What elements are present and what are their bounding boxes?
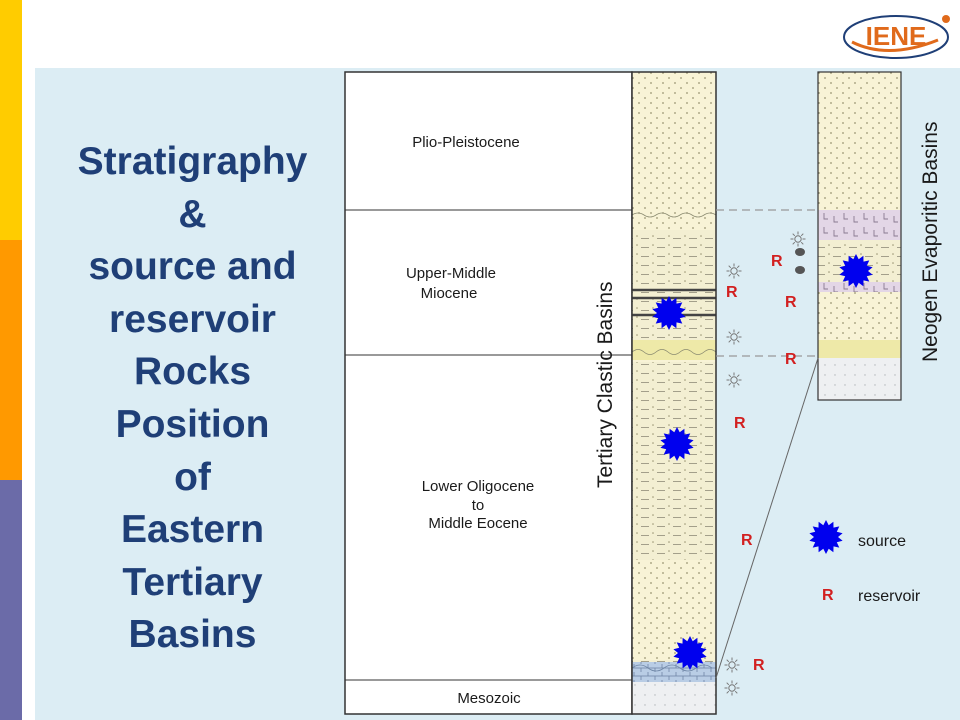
legend-reservoir-symbol: R: [822, 587, 834, 604]
slide-title: Stratigraphy & source and reservoir Rock…: [40, 136, 345, 662]
reservoir-mark: R: [726, 284, 738, 301]
sun-icon: [726, 263, 742, 279]
sun-icon: [724, 680, 740, 696]
legend: source R reservoir: [809, 520, 921, 605]
clastic-basins-title: Tertiary Clastic Basins: [594, 281, 617, 488]
title-line: Basins: [128, 613, 257, 657]
correlation-line-diagonal: [715, 357, 819, 679]
title-line: source and: [88, 245, 297, 289]
source-star-icon: [839, 254, 873, 288]
period-upper-middle: Upper-Middle: [406, 265, 496, 282]
period-middle-eocene: Middle Eocene: [428, 515, 527, 532]
period-to: to: [472, 497, 485, 514]
title-line: reservoir: [109, 297, 276, 341]
reservoir-mark: R: [785, 294, 797, 311]
accent-bar-orange: [0, 240, 22, 480]
sun-icon: [790, 231, 806, 247]
reservoir-mark: R: [734, 415, 746, 432]
title-line: Eastern: [120, 508, 265, 552]
sun-icon: [726, 329, 742, 345]
age-column: [344, 71, 633, 715]
reservoir-mark: R: [771, 253, 783, 270]
title-line: Tertiary: [122, 560, 263, 604]
iene-logo: IENE: [838, 10, 958, 62]
source-star-icon: [660, 427, 694, 461]
reservoir-mark: R: [741, 532, 753, 549]
title-line: Stratigraphy: [77, 140, 308, 183]
clastic-column: [631, 71, 717, 715]
evaporitic-column: [817, 71, 902, 401]
sun-icon: [726, 372, 742, 388]
evaporitic-basins-title: Neogen Evaporitic Basins: [919, 122, 942, 362]
period-miocene: Miocene: [421, 285, 478, 302]
logo-text: IENE: [866, 21, 927, 51]
title-line: of: [174, 455, 211, 499]
accent-bar-purple: [0, 480, 22, 720]
source-star-icon: [809, 520, 843, 554]
accent-bar-yellow: [0, 0, 22, 240]
period-plio-pleistocene: Plio-Pleistocene: [412, 134, 520, 151]
symbols-layer: R R R R R R R: [652, 231, 873, 696]
period-mesozoic: Mesozoic: [457, 690, 521, 707]
dot-icon: [795, 266, 805, 274]
sun-icon: [724, 657, 740, 673]
title-line: Position: [115, 402, 270, 446]
title-line: &: [178, 192, 207, 236]
title-line: Rocks: [133, 350, 252, 394]
dot-icon: [795, 248, 805, 256]
source-star-icon: [652, 296, 686, 330]
reservoir-mark: R: [753, 657, 765, 674]
period-lower-oligocene: Lower Oligocene: [422, 478, 535, 495]
reservoir-mark: R: [785, 351, 797, 368]
legend-source-label: source: [858, 533, 906, 550]
legend-reservoir-label: reservoir: [858, 588, 921, 605]
source-star-icon: [673, 636, 707, 670]
